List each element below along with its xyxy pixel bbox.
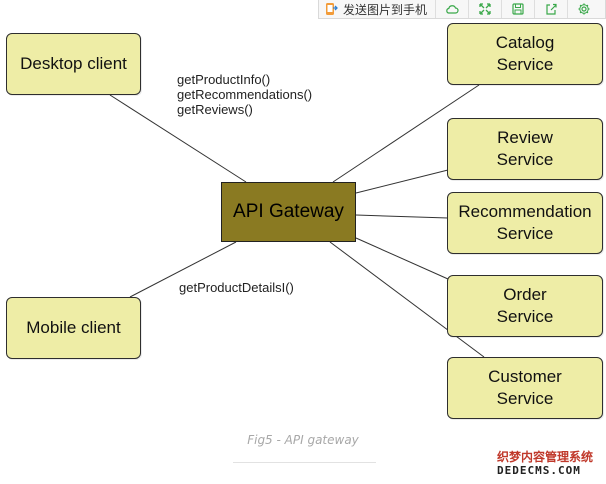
edge-gateway-order: [355, 237, 449, 280]
call-get-reviews: getReviews(): [177, 102, 253, 117]
order-service-label-line1: Order: [503, 285, 547, 304]
catalog-service-label-line2: Service: [496, 55, 554, 74]
edge-desktop-gateway: [109, 94, 247, 183]
settings-icon: [578, 3, 590, 15]
mobile-call-label: getProductDetailsI(): [179, 280, 294, 295]
send-to-phone-label: 发送图片到手机: [343, 2, 428, 17]
share-icon: [546, 3, 557, 15]
caption-divider: [233, 462, 376, 463]
edge-gateway-recommendation: [355, 214, 449, 219]
review-service-label-line1: Review: [497, 128, 553, 147]
catalog-service-label-line1: Catalog: [495, 33, 555, 52]
expand-icon: [479, 3, 491, 15]
call-get-recommendations: getRecommendations(): [177, 87, 313, 102]
edge-gateway-catalog: [332, 84, 480, 183]
watermark-line1: 织梦内容管理系统: [497, 450, 594, 464]
recommendation-service-node: Recommendation Service: [447, 192, 603, 254]
share-button[interactable]: [535, 0, 569, 18]
recommendation-service-label-line1: Recommendation: [458, 202, 592, 221]
desktop-calls-label: getProductInfo() getRecommendations() ge…: [177, 72, 312, 117]
send-to-phone-button[interactable]: 发送图片到手机: [319, 0, 437, 18]
cloud-icon: [446, 5, 459, 14]
desktop-client-label: Desktop client: [20, 54, 127, 73]
edge-gateway-review: [355, 169, 449, 194]
expand-button[interactable]: [469, 0, 503, 18]
figure-caption: Fig5 - API gateway: [247, 433, 359, 447]
customer-service-label-line2: Service: [496, 389, 554, 408]
save-button[interactable]: [502, 0, 536, 18]
api-gateway-label: API Gateway: [233, 201, 344, 222]
recommendation-service-label-line2: Service: [496, 224, 554, 243]
edge-gateway-customer: [329, 241, 485, 358]
edge-mobile-gateway: [129, 241, 237, 298]
mobile-client-label: Mobile client: [26, 318, 121, 337]
review-service-label-line2: Service: [496, 150, 554, 169]
watermark-line2: DEDECMS.COM: [497, 464, 581, 477]
call-get-product-details: getProductDetailsI(): [179, 280, 294, 295]
customer-service-label-line1: Customer: [488, 367, 562, 386]
customer-service-node: Customer Service: [447, 357, 603, 419]
desktop-client-node: Desktop client: [6, 33, 141, 95]
save-icon: [512, 3, 524, 15]
mobile-client-node: Mobile client: [6, 297, 141, 359]
order-service-node: Order Service: [447, 275, 603, 337]
review-service-node: Review Service: [447, 118, 603, 180]
api-gateway-node: API Gateway: [221, 182, 356, 242]
image-toolbar: 发送图片到手机: [318, 0, 606, 19]
call-get-product-info: getProductInfo(): [177, 72, 271, 87]
settings-button[interactable]: [568, 0, 600, 18]
cloud-button[interactable]: [436, 0, 470, 18]
phone-send-icon: [326, 3, 338, 15]
order-service-label-line2: Service: [496, 307, 554, 326]
catalog-service-node: Catalog Service: [447, 23, 603, 85]
